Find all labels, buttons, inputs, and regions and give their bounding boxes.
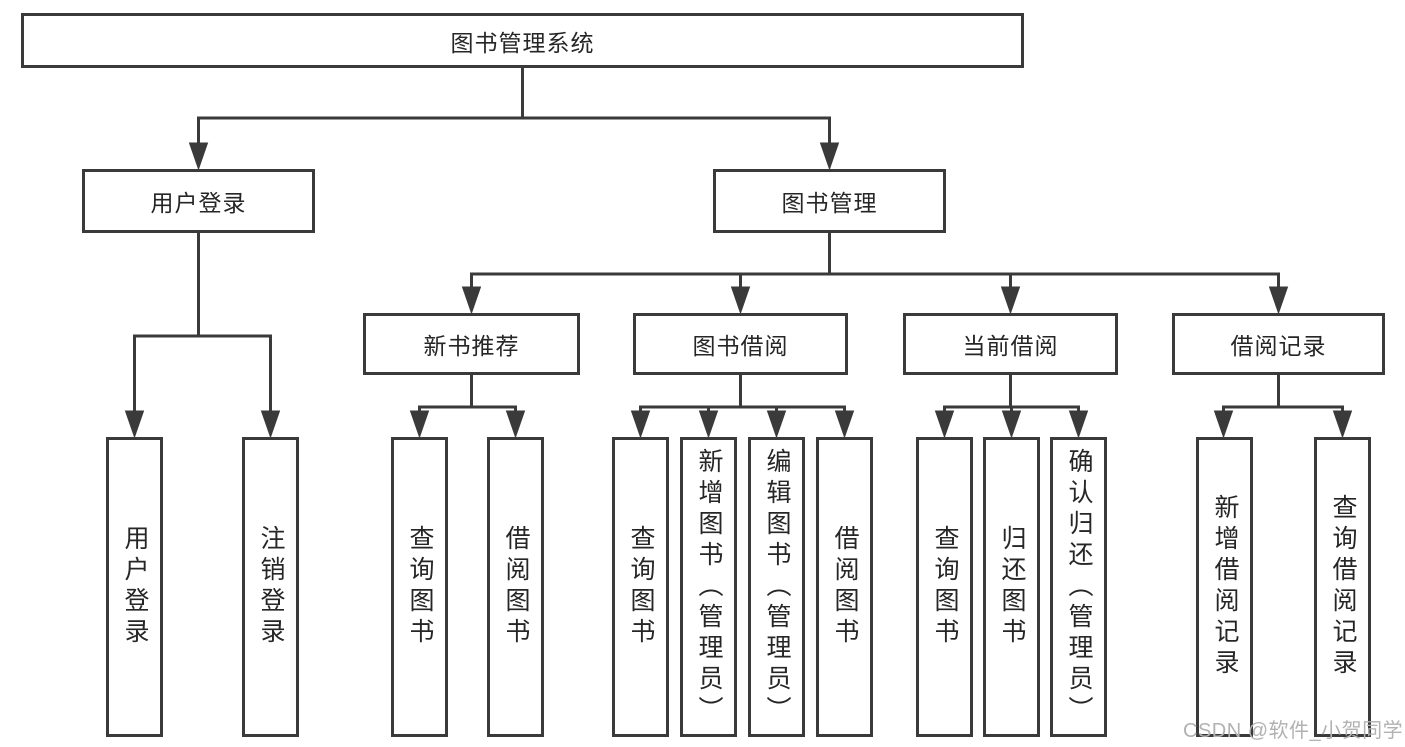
node-label: 借阅图书	[831, 525, 859, 649]
arrow-icon	[461, 286, 482, 315]
node-label: 图书借阅	[692, 333, 789, 359]
arrow-icon	[505, 410, 526, 439]
node-label: 归还图书	[998, 525, 1026, 649]
node-label: 查询借阅记录	[1329, 494, 1357, 680]
leaf-confirm-return-admin: 确认归还（管理员）	[1050, 437, 1107, 737]
arrow-icon	[730, 286, 751, 315]
node-user-login: 用户登录	[82, 169, 315, 233]
node-new-book-recommend: 新书推荐	[363, 313, 580, 375]
node-label: 查询图书	[931, 525, 959, 649]
leaf-query-borrow-record: 查询借阅记录	[1314, 437, 1371, 737]
arrow-icon	[1332, 410, 1353, 439]
arrow-icon	[260, 410, 281, 439]
leaf-add-borrow-record: 新增借阅记录	[1196, 437, 1253, 737]
node-label: 图书管理系统	[450, 29, 595, 56]
node-label: 借阅记录	[1230, 333, 1327, 359]
leaf-return-books: 归还图书	[983, 437, 1040, 737]
leaf-query-books-current: 查询图书	[916, 437, 973, 737]
node-label: 图书管理	[781, 190, 878, 216]
node-label: 查询图书	[406, 525, 434, 649]
arrow-icon	[630, 410, 651, 439]
arrow-icon	[698, 410, 719, 439]
leaf-borrow-books: 借阅图书	[816, 437, 873, 737]
node-label: 注销登录	[257, 525, 285, 649]
arrow-icon	[819, 142, 840, 171]
node-label: 新书推荐	[423, 333, 520, 359]
node-current-borrow: 当前借阅	[903, 313, 1118, 375]
leaf-query-books-recommend: 查询图书	[391, 437, 448, 737]
arrow-icon	[188, 142, 209, 171]
node-label: 确认归还（管理员）	[1065, 447, 1093, 727]
leaf-query-books-borrow: 查询图书	[612, 437, 669, 737]
arrow-icon	[409, 410, 430, 439]
leaf-user-login: 用户登录	[106, 437, 163, 737]
arrow-icon	[1268, 286, 1289, 315]
arrow-icon	[1000, 286, 1021, 315]
csdn-watermark: CSDN @软件_小贺同学	[1183, 720, 1404, 742]
node-book-management: 图书管理	[713, 169, 946, 233]
arrow-icon	[1068, 410, 1089, 439]
node-label: 当前借阅	[962, 333, 1059, 359]
node-label: 用户登录	[121, 525, 149, 649]
node-label: 用户登录	[150, 190, 247, 216]
node-label: 借阅图书	[502, 525, 530, 649]
arrow-icon	[766, 410, 787, 439]
arrow-icon	[124, 410, 145, 439]
leaf-add-books-admin: 新增图书（管理员）	[680, 437, 737, 737]
node-label: 编辑图书（管理员）	[763, 447, 791, 727]
leaf-edit-books-admin: 编辑图书（管理员）	[748, 437, 805, 737]
node-borrow-record: 借阅记录	[1172, 313, 1385, 375]
arrow-icon	[1001, 410, 1022, 439]
arrow-icon	[1213, 410, 1234, 439]
node-label: 查询图书	[627, 525, 655, 649]
arrow-icon	[934, 410, 955, 439]
leaf-logout: 注销登录	[242, 437, 299, 737]
node-library-management-system: 图书管理系统	[21, 13, 1024, 68]
node-book-borrow: 图书借阅	[633, 313, 848, 375]
node-label: 新增图书（管理员）	[695, 447, 723, 727]
node-label: 新增借阅记录	[1211, 494, 1239, 680]
arrow-icon	[834, 410, 855, 439]
leaf-borrow-books-recommend: 借阅图书	[487, 437, 544, 737]
